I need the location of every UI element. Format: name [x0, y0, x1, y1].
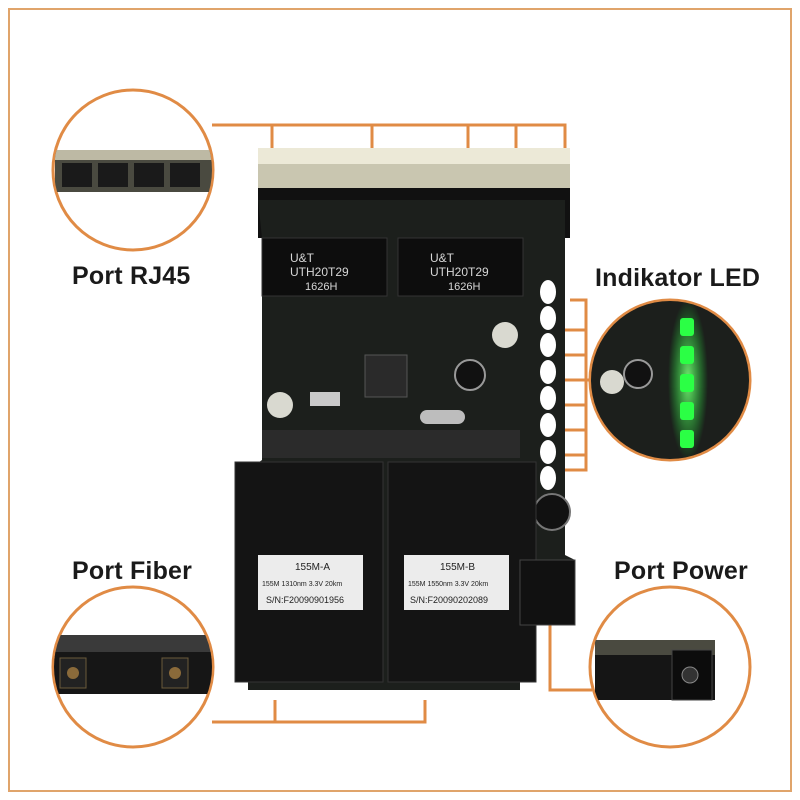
pcb-board: U&T UTH20T29 1626H U&T UTH20T29 1626H 15… [234, 148, 576, 690]
image-frame [8, 8, 792, 792]
module-b-spec: 155M 1550nm 3.3V 20km [408, 581, 488, 588]
module-a-sn: S/N:F20090901956 [266, 595, 344, 605]
label-port-fiber: Port Fiber [72, 557, 193, 585]
chip-brand-2: U&T [430, 251, 455, 265]
module-a-spec: 155M 1310nm 3.3V 20km [262, 581, 342, 588]
chip-code-2: 1626H [448, 281, 480, 293]
module-b-sn: S/N:F20090202089 [410, 595, 488, 605]
module-a-name: 155M-A [295, 562, 330, 573]
chip-code-1: 1626H [305, 281, 337, 293]
rj45-zoom-circle [51, 88, 215, 252]
label-port-power: Port Power [614, 557, 748, 585]
chip-model-2: UTH20T29 [430, 265, 489, 279]
power-zoom-circle [588, 585, 752, 749]
led-zoom-circle [588, 298, 752, 462]
module-b-name: 155M-B [440, 562, 475, 573]
chip-model-1: UTH20T29 [290, 265, 349, 279]
label-port-rj45: Port RJ45 [72, 262, 191, 290]
chip-brand-1: U&T [290, 251, 315, 265]
label-indikator-led: Indikator LED [595, 264, 761, 292]
fiber-zoom-circle [51, 585, 215, 749]
